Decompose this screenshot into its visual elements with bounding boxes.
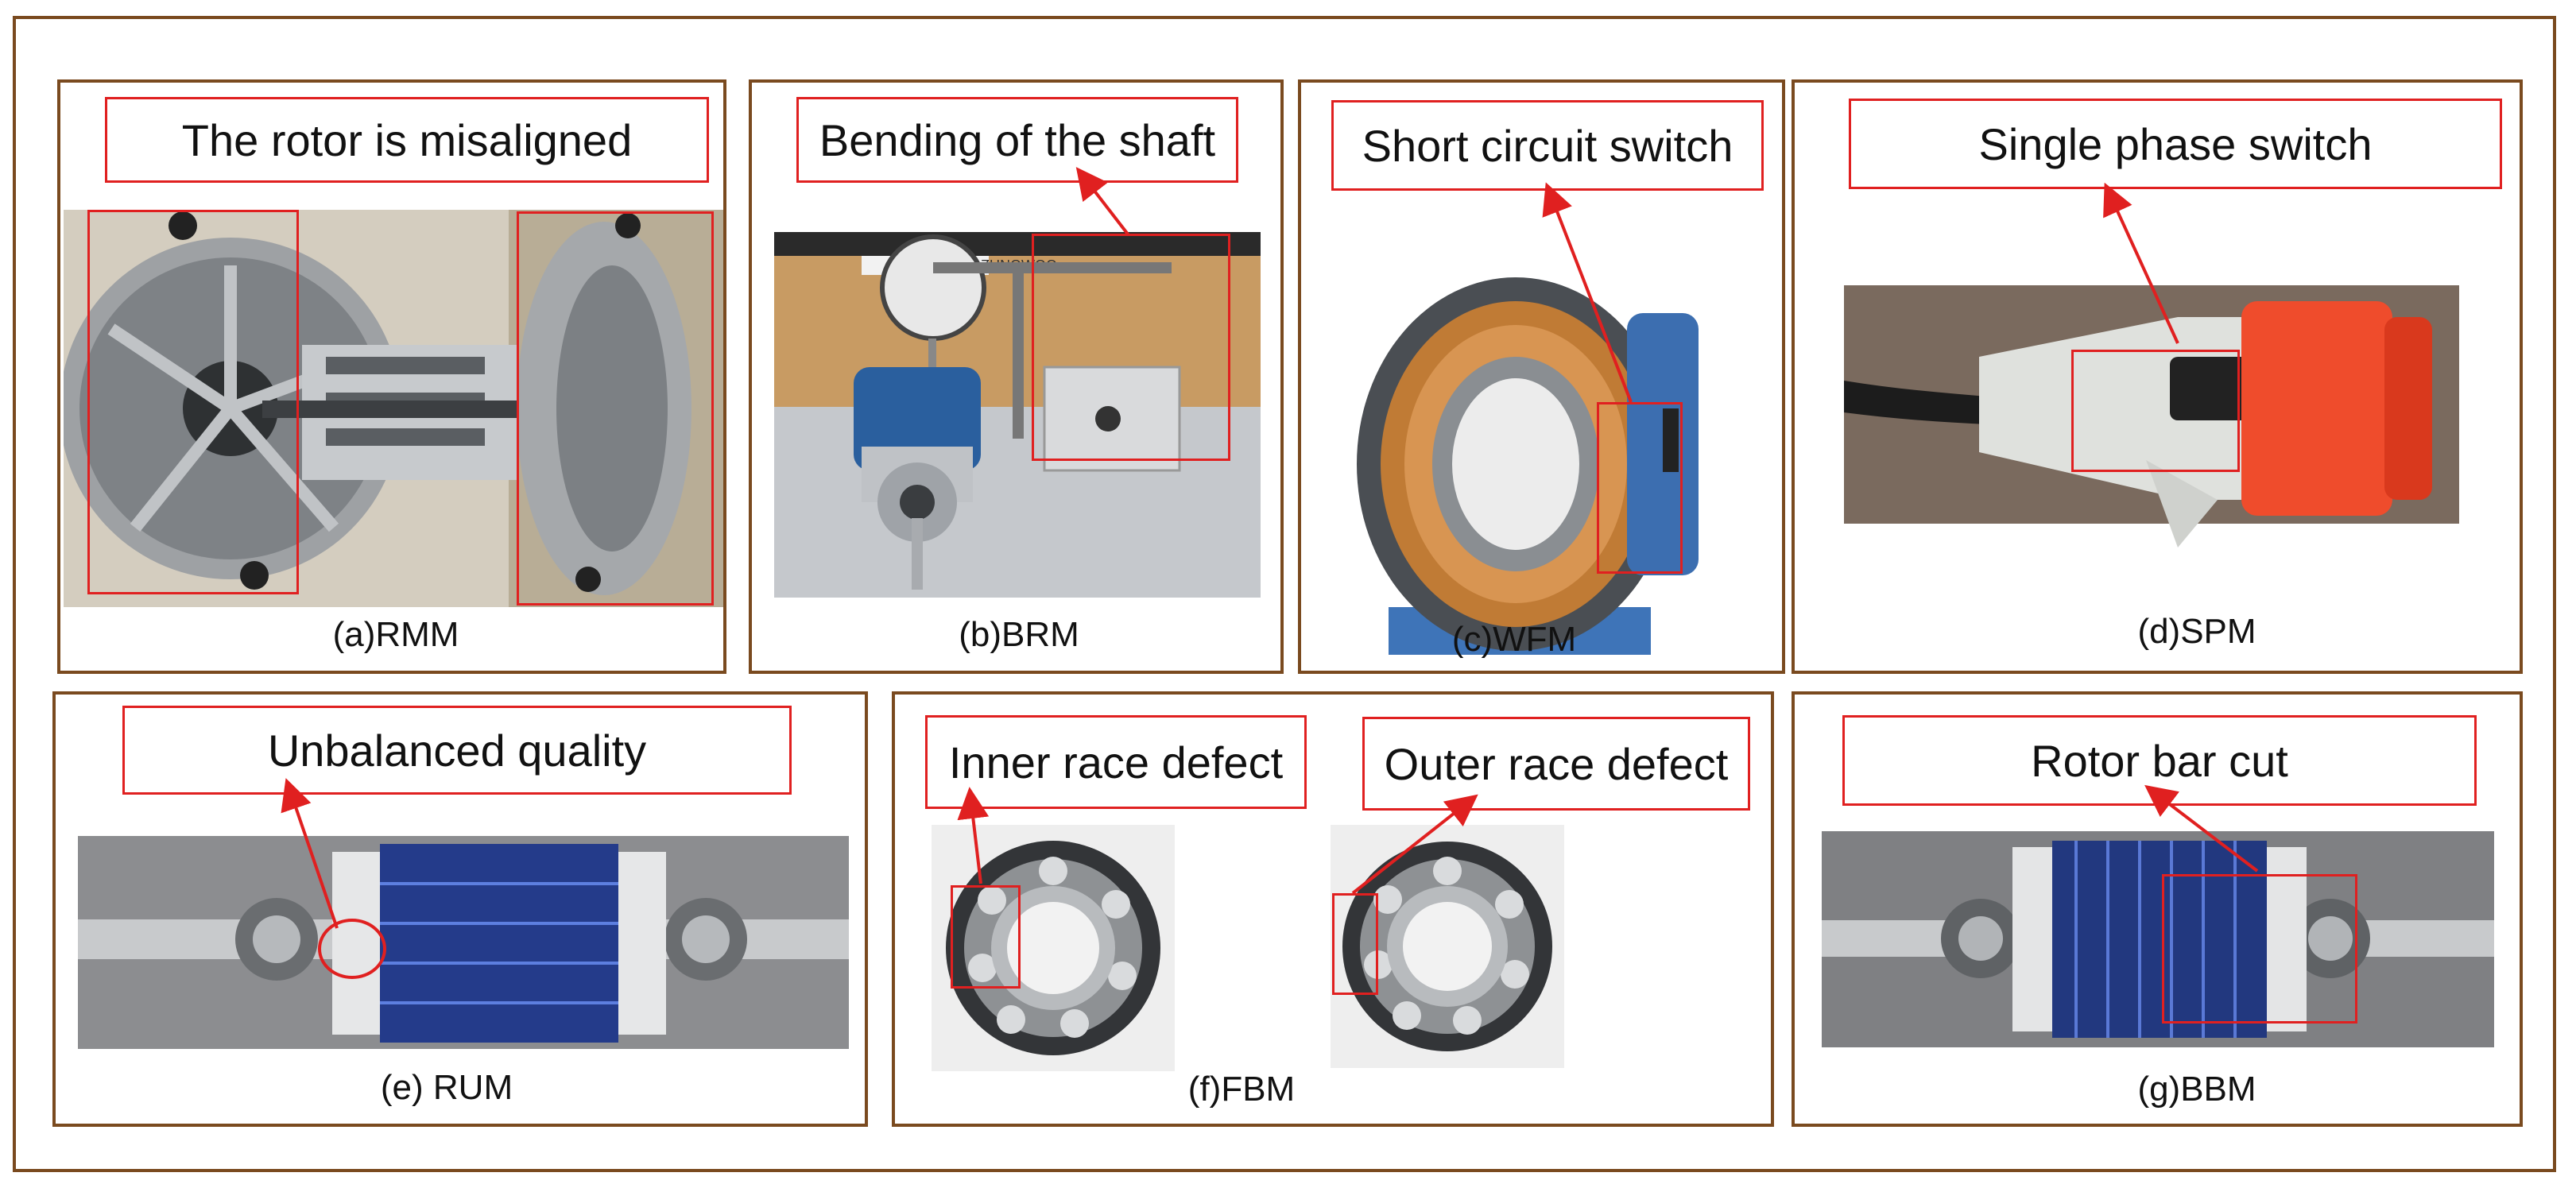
panel-fbm: Inner race defect Outer race defect (892, 691, 1774, 1127)
label-inner-race-defect: Inner race defect (925, 715, 1307, 809)
caption-spm: (d)SPM (2137, 612, 2256, 651)
photo-bent-shaft: ZUNGWOO (774, 232, 1261, 598)
marker-short-circuit-switch (1597, 402, 1683, 574)
marker-unbalanced-mass (318, 919, 386, 979)
label-unbalanced-quality: Unbalanced quality (122, 706, 792, 795)
marker-single-phase-switch (2071, 350, 2240, 472)
marker-rotor-bar (2162, 874, 2357, 1024)
label-rotor-misaligned: The rotor is misaligned (105, 97, 709, 183)
caption-rmm: (a)RMM (332, 615, 459, 654)
photo-misaligned-rotor (64, 210, 723, 607)
label-rotor-bar-cut: Rotor bar cut (1842, 715, 2477, 806)
marker-shaft-bend (1032, 234, 1230, 461)
photo-unbalanced-rotor (78, 836, 849, 1049)
panel-spm: Single phase switch (d)SPM (1792, 79, 2523, 674)
panel-rmm: The rotor is misaligned (57, 79, 726, 674)
caption-rum: (e) RUM (380, 1068, 513, 1107)
panel-bbm: Rotor bar cut (g)BBM (1792, 691, 2523, 1127)
caption-fbm: (f)FBM (1187, 1070, 1296, 1109)
photo-inner-race-bearing (932, 825, 1175, 1071)
caption-bbm: (g)BBM (2137, 1070, 2256, 1109)
panel-brm: Bending of the shaft ZUNGWOO (b)B (749, 79, 1284, 674)
marker-outer-race (1332, 893, 1378, 995)
label-short-circuit-switch: Short circuit switch (1331, 100, 1764, 191)
outer-frame (13, 16, 2556, 1172)
label-outer-race-defect: Outer race defect (1362, 717, 1750, 811)
marker-left-endcap (87, 210, 299, 594)
panel-rum: Unbalanced quality (e) RUM (52, 691, 868, 1127)
label-single-phase-switch: Single phase switch (1849, 99, 2502, 189)
caption-wfm: (c)WFM (1451, 620, 1577, 659)
label-bending-shaft: Bending of the shaft (796, 97, 1238, 183)
marker-inner-race (951, 885, 1021, 989)
photo-broken-rotor-bar (1822, 831, 2494, 1047)
caption-brm: (b)BRM (959, 615, 1079, 654)
marker-right-endcap (517, 211, 714, 606)
panel-wfm: Short circuit switch (c)WFM (1298, 79, 1785, 674)
